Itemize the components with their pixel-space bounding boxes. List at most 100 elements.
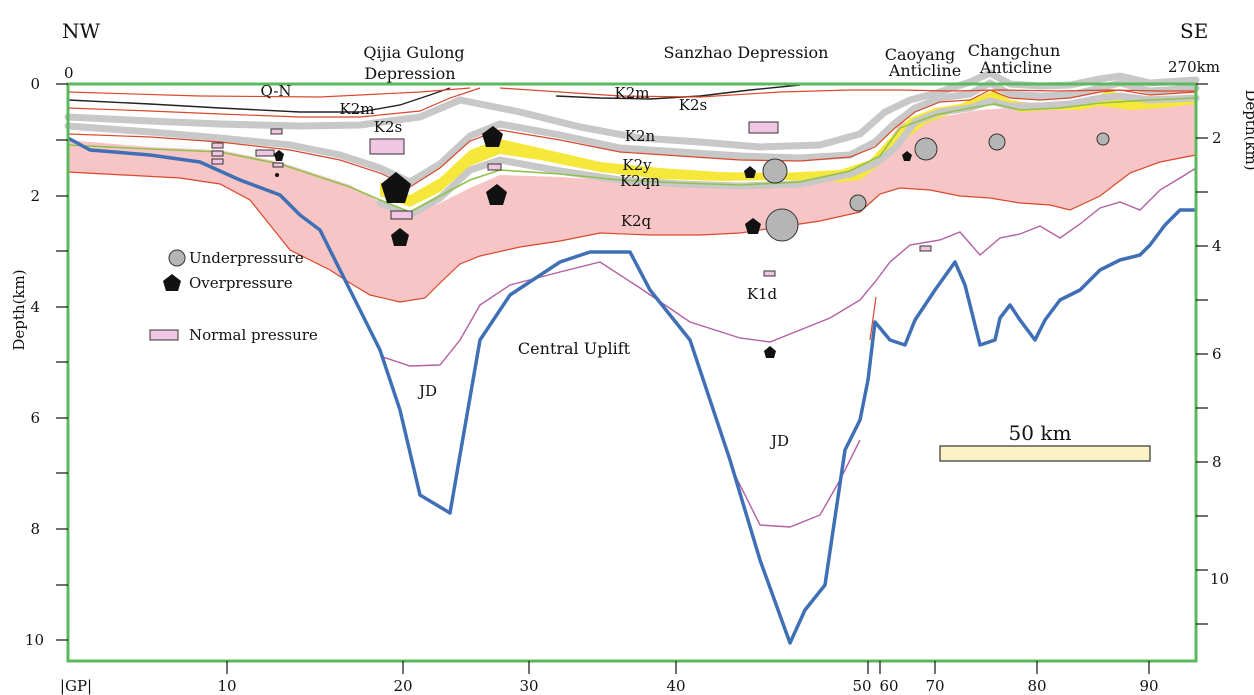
bottom-tick: 60: [879, 677, 898, 695]
underpressure-markers: [762, 132, 1110, 242]
black-horizons: [67, 84, 801, 113]
bottom-tick: 10: [217, 677, 236, 695]
left-tick: 10: [25, 631, 44, 649]
changchun-label-2: Anticline: [979, 58, 1052, 77]
right-tick-labels: 2 4 6 8 10: [1210, 129, 1229, 588]
underpressure-marker: [1096, 132, 1110, 146]
k2n-label: K2n: [625, 127, 656, 145]
red-horizons: [67, 87, 1197, 341]
overpressure-marker: [391, 228, 409, 246]
bottom-tick-labels: |GP| 10 20 30 40 50 60 70 80 90: [60, 677, 1159, 695]
legend-underpressure-symbol: [168, 249, 186, 267]
legend-overpressure-symbol: [163, 274, 181, 291]
scale-bar-label: 50 km: [1009, 421, 1072, 445]
qn-label: Q-N: [260, 82, 291, 100]
purple-horizons: [379, 167, 1197, 528]
basement-line: [67, 136, 1196, 645]
scale-bar: 50 km: [939, 421, 1151, 462]
overpressure-marker: [764, 346, 776, 358]
legend-normal-label: Normal pressure: [189, 326, 318, 344]
normal-pressure-marker: [748, 121, 779, 134]
bottom-tick: 20: [393, 677, 412, 695]
k2m-left-label: K2m: [340, 100, 375, 118]
bottom-tick: 80: [1027, 677, 1046, 695]
normal-pressure-marker: [255, 149, 275, 157]
normal-pressure-marker: [211, 158, 224, 165]
k2qn-label: K2qn: [620, 172, 660, 190]
overpressure-marker: [486, 184, 507, 205]
normal-pressure-marker: [919, 245, 932, 252]
overpressure-markers: [274, 126, 912, 358]
caoyang-label-2: Anticline: [888, 61, 961, 80]
overpressure-marker: [745, 218, 761, 234]
bottom-axis-ticks: [226, 661, 1150, 674]
bottom-tick: 70: [925, 677, 944, 695]
overpressure-marker: [274, 150, 284, 161]
normal-pressure-marker: [270, 128, 283, 135]
green-horizons: [67, 97, 1197, 213]
k1d-label: K1d: [747, 285, 778, 303]
normal-pressure-marker: [369, 138, 405, 155]
legend-normal-symbol: [149, 329, 179, 341]
left-axis-ticks: [56, 83, 68, 641]
bottom-tick: 40: [666, 677, 685, 695]
legend: Underpressure Overpressure Normal pressu…: [149, 249, 318, 344]
underpressure-marker: [988, 133, 1006, 151]
right-axis-label: Depth(km): [1242, 89, 1254, 170]
bottom-tick: 50: [852, 677, 871, 695]
qijia-label-2: Depression: [364, 64, 455, 83]
k2q-fill: [68, 95, 1196, 302]
normal-pressure-marker: [390, 210, 413, 220]
normal-pressure-marker: [272, 162, 284, 168]
nw-label: NW: [62, 19, 101, 43]
normal-pressure-marker: [763, 270, 776, 277]
overpressure-marker: [482, 126, 503, 147]
normal-pressure-marker: [211, 142, 224, 149]
left-tick-labels: 0 2 4 6 8 10: [25, 75, 44, 649]
right-tick: 10: [1210, 570, 1229, 588]
k2s-left-label: K2s: [374, 118, 402, 136]
scale-bar-rect: [939, 445, 1151, 462]
left-tick: 0: [30, 75, 40, 93]
sanzhao-label: Sanzhao Depression: [664, 43, 829, 62]
overpressure-marker: [902, 151, 912, 161]
left-tick: 2: [30, 187, 40, 205]
overpressure-marker: [744, 166, 756, 178]
legend-overpressure-label: Overpressure: [189, 274, 293, 292]
changchun-label-1: Changchun: [968, 41, 1061, 60]
k2y-label: K2y: [622, 156, 652, 174]
underpressure-marker: [849, 194, 867, 212]
left-axis-label: Depth(km): [10, 269, 28, 350]
frame: [66, 82, 1198, 663]
right-tick: 6: [1212, 345, 1222, 363]
left-tick: 8: [30, 520, 40, 538]
overpressure-marker: [381, 172, 411, 203]
underpressure-marker: [914, 137, 938, 161]
central-uplift-label: Central Uplift: [518, 339, 631, 358]
normal-pressure-markers: [211, 121, 932, 277]
distance-start: 0: [64, 64, 74, 82]
bottom-tick: |GP|: [60, 677, 92, 695]
qijia-label-1: Qijia Gulong: [363, 43, 464, 62]
distance-end: 270km: [1168, 58, 1220, 76]
jd-right-label: JD: [769, 432, 789, 450]
caoyang-label-1: Caoyang: [885, 45, 956, 64]
bottom-tick: 90: [1139, 677, 1158, 695]
right-tick: 2: [1212, 129, 1222, 147]
se-label: SE: [1180, 19, 1208, 43]
left-tick: 6: [30, 409, 40, 427]
k2q-label: K2q: [621, 212, 652, 230]
left-tick: 4: [30, 298, 40, 316]
underpressure-marker: [765, 208, 799, 242]
k2s-right-label: K2s: [679, 96, 707, 114]
right-tick: 8: [1212, 453, 1222, 471]
bottom-tick: 30: [519, 677, 538, 695]
jd-left-label: JD: [417, 382, 437, 400]
overpressure-small-marker: [275, 173, 279, 177]
normal-pressure-marker: [487, 163, 502, 171]
right-axis-ticks: [1196, 83, 1208, 625]
normal-pressure-marker: [211, 150, 224, 157]
underpressure-marker: [762, 158, 788, 184]
k2m-right-label: K2m: [615, 84, 650, 102]
